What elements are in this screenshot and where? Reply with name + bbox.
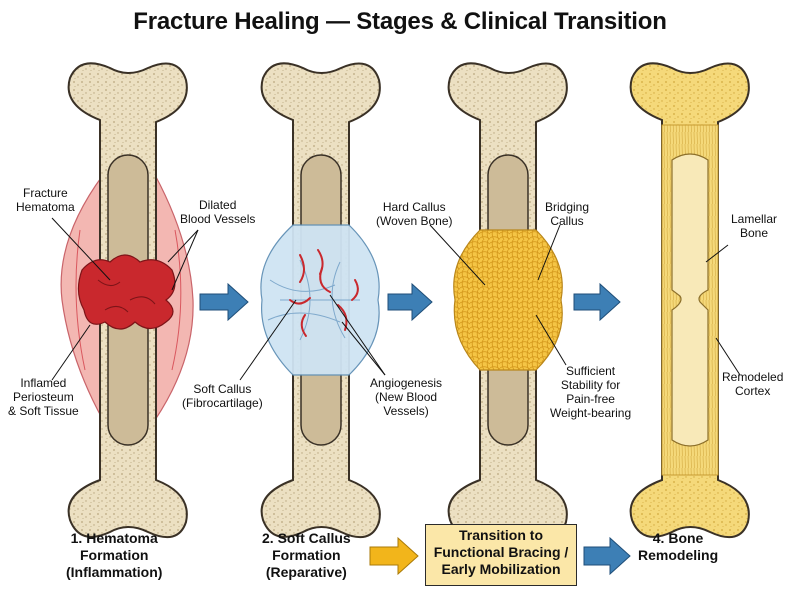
marrow-cavity — [671, 153, 709, 447]
arrow-blue-bottom — [583, 536, 631, 576]
hard-callus — [453, 229, 563, 371]
arrow-1-to-2 — [199, 282, 249, 322]
arrow-2-to-3 — [387, 282, 433, 322]
bone-stage-3 — [447, 62, 568, 539]
transition-box — [425, 524, 577, 586]
new-blood-vessels — [289, 249, 359, 337]
arrow-yellow-bottom — [369, 536, 419, 576]
bone-stage-2 — [260, 62, 381, 539]
label-soft-callus: Soft Callus(Fibrocartilage) — [182, 382, 263, 410]
arrow-3-to-4 — [573, 282, 621, 322]
bone-stage-4 — [629, 62, 750, 539]
label-hard-callus: Hard Callus(Woven Bone) — [376, 200, 453, 228]
bone-stage-1 — [60, 62, 194, 539]
diagram-title: Fracture Healing — Stages & Clinical Tra… — [133, 8, 667, 35]
fracture-hematoma — [77, 254, 176, 330]
